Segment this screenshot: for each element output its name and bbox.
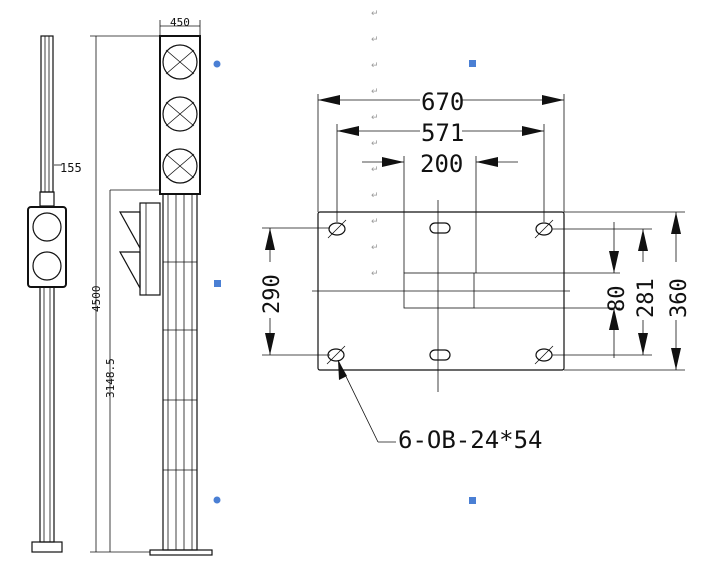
paragraph-mark: ↵ — [371, 113, 379, 123]
plate-slot-bottom — [429, 349, 451, 361]
selection-handle[interactable] — [213, 496, 221, 504]
front-dim-3148-5: 3148.5 — [104, 358, 117, 398]
plate-hole-tl — [327, 219, 347, 239]
dim-281: 281 — [552, 228, 659, 356]
front-side-signal — [110, 189, 161, 296]
plate-slot-top — [429, 222, 451, 234]
side-signal-head — [27, 206, 67, 288]
dim-360: 360 — [564, 211, 692, 371]
selection-handle[interactable] — [214, 280, 221, 287]
dim-200-label: 200 — [420, 150, 463, 178]
selection-handles[interactable] — [213, 60, 477, 504]
paragraph-mark: ↵ — [371, 139, 379, 149]
front-lamp-1 — [162, 44, 198, 80]
paragraph-mark: ↵ — [371, 191, 379, 201]
paragraph-mark: ↵ — [371, 269, 379, 279]
dim-670: 670 — [317, 88, 565, 212]
paragraph-mark: ↵ — [371, 61, 379, 71]
front-dim-450: 450 — [170, 16, 190, 29]
dim-670-label: 670 — [421, 88, 464, 116]
dim-290: 290 — [260, 227, 330, 356]
selection-handle[interactable] — [213, 60, 221, 68]
selection-handle[interactable] — [469, 60, 476, 67]
dim-80: 80 — [474, 222, 630, 358]
front-view: 450 — [90, 16, 213, 556]
selection-handle[interactable] — [469, 497, 476, 504]
side-lamp-bottom — [32, 251, 62, 281]
paragraph-mark: ↵ — [371, 87, 379, 97]
front-base — [149, 549, 213, 556]
side-lamp-top — [32, 212, 62, 242]
side-dim-155: 155 — [60, 161, 82, 175]
side-pole — [39, 286, 55, 543]
paragraph-mark: ↵ — [371, 35, 379, 45]
hole-callout: 6-OB-24*54 — [337, 359, 543, 454]
side-mast-top — [40, 35, 54, 193]
paragraph-mark: ↵ — [371, 165, 379, 175]
dim-290-label: 290 — [260, 274, 285, 314]
front-signal-box — [159, 35, 201, 195]
paragraph-mark: ↵ — [371, 9, 379, 19]
side-bracket — [39, 191, 55, 207]
side-base — [31, 541, 63, 553]
base-plate-view: 670 571 200 — [260, 88, 692, 454]
side-view: 155 — [27, 35, 82, 553]
front-dim-4500: 4500 — [90, 286, 103, 313]
dim-571-label: 571 — [421, 119, 464, 147]
dim-281-label: 281 — [634, 278, 659, 318]
dim-80-label: 80 — [605, 286, 630, 313]
hole-callout-label: 6-OB-24*54 — [398, 426, 543, 454]
front-lamp-2 — [162, 96, 198, 132]
dim-571: 571 — [336, 119, 545, 222]
paragraph-mark: ↵ — [371, 243, 379, 253]
plate-inner-rect — [403, 272, 475, 309]
dim-200: 200 — [362, 150, 518, 273]
paragraph-marks: ↵ ↵ ↵ ↵ ↵ ↵ ↵ ↵ ↵ ↵ ↵ — [371, 9, 379, 279]
plate-hole-tr — [534, 219, 554, 239]
front-lamp-3 — [162, 148, 198, 184]
plate-hole-br — [534, 345, 554, 365]
dim-360-label: 360 — [667, 278, 692, 318]
paragraph-mark: ↵ — [371, 217, 379, 227]
